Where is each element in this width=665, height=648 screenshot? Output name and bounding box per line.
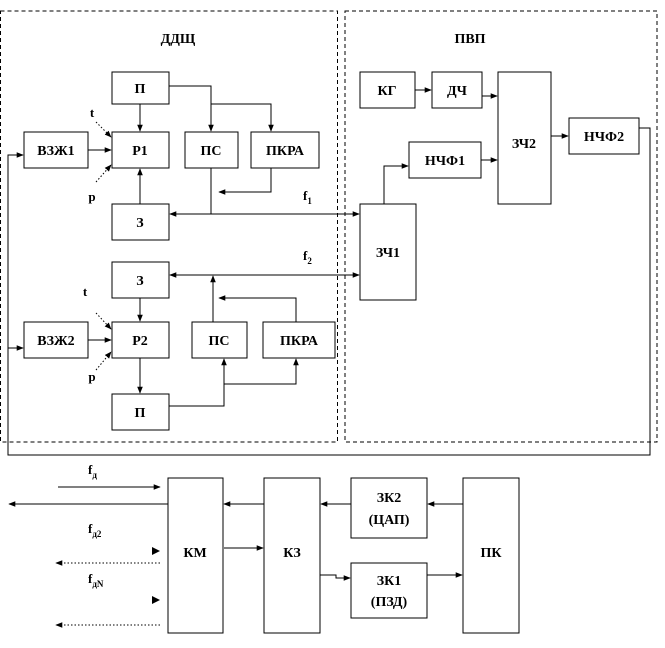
zch1-block xyxy=(359,203,417,301)
ps-bot-block xyxy=(191,321,248,359)
nchf1-label: НЧФ1 xyxy=(425,154,465,169)
kz-label: КЗ xyxy=(283,546,301,561)
zch2-label: ЗЧ2 xyxy=(512,137,536,152)
zch2-block xyxy=(497,71,552,205)
fd2-label: fд2 xyxy=(88,521,102,539)
pvp-title: ПВП xyxy=(454,32,485,47)
vzh1-label: ВЗЖ1 xyxy=(37,144,74,159)
vzh2-block xyxy=(23,321,89,359)
dch-block xyxy=(431,71,483,109)
f2-label: f2 xyxy=(303,248,312,266)
pkra-top-label: ПКРА xyxy=(266,144,305,159)
zk1-label-1: ЗК1 xyxy=(377,574,402,589)
t-top-label: t xyxy=(90,105,95,120)
f1-label: f1 xyxy=(303,188,312,206)
r2-label: Р2 xyxy=(132,334,148,349)
pk-block xyxy=(462,477,520,634)
km-block xyxy=(167,477,224,634)
pk-label: ПК xyxy=(480,546,502,561)
p-bot-label-signal: p xyxy=(88,369,95,384)
z-top-label: З xyxy=(136,216,143,231)
km-label: КМ xyxy=(183,546,206,561)
kg-label: КГ xyxy=(377,84,396,99)
r1-label: Р1 xyxy=(132,144,148,159)
nchf2-block xyxy=(568,117,640,155)
ps-top-label: ПС xyxy=(201,144,222,159)
kz-block xyxy=(263,477,321,634)
p-bot-label: П xyxy=(135,406,146,421)
r1-block xyxy=(111,131,170,169)
ps-top-block xyxy=(184,131,239,169)
z-bot-label: З xyxy=(136,274,143,289)
vzh1-block xyxy=(23,131,89,169)
p-top-label: П xyxy=(135,82,146,97)
ddsh-region xyxy=(0,10,338,443)
t-bot-label: t xyxy=(83,284,88,299)
zk2-block xyxy=(350,477,428,539)
zch1-label: ЗЧ1 xyxy=(376,246,400,261)
r2-block xyxy=(111,321,170,359)
pkra-bot-block xyxy=(262,321,336,359)
pvp-region xyxy=(344,10,658,443)
dch-label: ДЧ xyxy=(447,84,468,99)
p-top-label-signal: p xyxy=(88,189,95,204)
p-top-block xyxy=(111,71,170,105)
pkra-top-block xyxy=(250,131,320,169)
fd-label: fд xyxy=(88,462,97,480)
ddsh-title: ДДЩ xyxy=(161,32,196,47)
z-bot-block xyxy=(111,261,170,299)
zk1-label-2: (ПЗД) xyxy=(371,595,408,610)
vzh2-label: ВЗЖ2 xyxy=(37,334,74,349)
zk1-block xyxy=(350,562,428,619)
nchf2-label: НЧФ2 xyxy=(584,130,624,145)
zk2-label-1: ЗК2 xyxy=(377,491,402,506)
zk2-label-2: (ЦАП) xyxy=(369,513,410,528)
ps-bot-label: ПС xyxy=(209,334,230,349)
pkra-bot-label: ПКРА xyxy=(280,334,319,349)
p-bot-block xyxy=(111,393,170,431)
fdn-label: fдN xyxy=(88,571,104,589)
